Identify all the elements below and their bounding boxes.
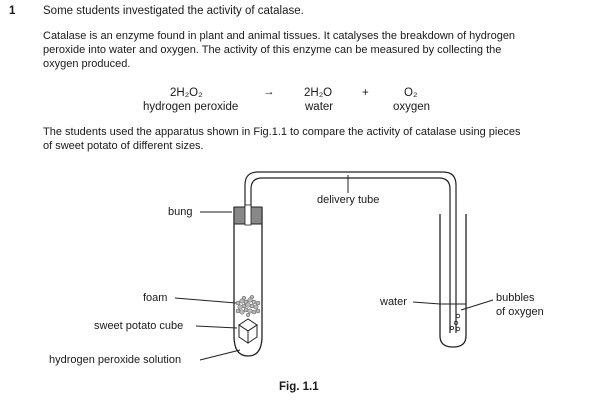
label-bubbles-line-2: of oxygen — [496, 306, 544, 318]
equation-reactant-name: hydrogen peroxide — [143, 101, 239, 113]
sweet-potato-cube — [238, 318, 258, 344]
label-bung: bung — [168, 206, 193, 218]
equation-arrow: → — [263, 86, 275, 98]
delivery-tube — [244, 171, 457, 333]
apparatus-line-2: of sweet potato of different sizes. — [43, 140, 204, 152]
paragraph-line-3: oxygen produced. — [43, 58, 131, 70]
foam — [235, 294, 261, 318]
equation-product2-name: oxygen — [393, 101, 431, 113]
equation-product1-formula: 2H₂O — [304, 87, 333, 99]
oxygen-bubbles — [449, 313, 461, 332]
label-water: water — [380, 296, 407, 308]
label-sweet-potato-cube: sweet potato cube — [94, 320, 184, 332]
label-hydrogen-peroxide-solution: hydrogen peroxide solution — [49, 354, 182, 366]
label-pointers — [174, 211, 494, 361]
equation-product2-formula: O₂ — [404, 87, 418, 99]
question-intro: Some students investigated the activity … — [43, 5, 304, 17]
equation-plus: + — [362, 87, 369, 99]
label-bubbles-line-1: bubbles — [496, 292, 535, 304]
apparatus-line-1: The students used the apparatus shown in… — [43, 126, 521, 138]
bung-hole — [244, 204, 252, 226]
label-delivery-tube: delivery tube — [317, 194, 380, 206]
question-number: 1 — [9, 5, 16, 17]
figure-caption: Fig. 1.1 — [279, 381, 319, 393]
collection-tube — [439, 214, 467, 348]
paragraph-line-2: peroxide into water and oxygen. The acti… — [43, 44, 502, 56]
paragraph-line-1: Catalase is an enzyme found in plant and… — [43, 30, 516, 42]
boiling-tube — [233, 207, 263, 357]
equation-reactant-formula: 2H₂O₂ — [170, 87, 203, 99]
label-foam: foam — [143, 292, 168, 304]
equation-product1-name: water — [305, 101, 334, 113]
